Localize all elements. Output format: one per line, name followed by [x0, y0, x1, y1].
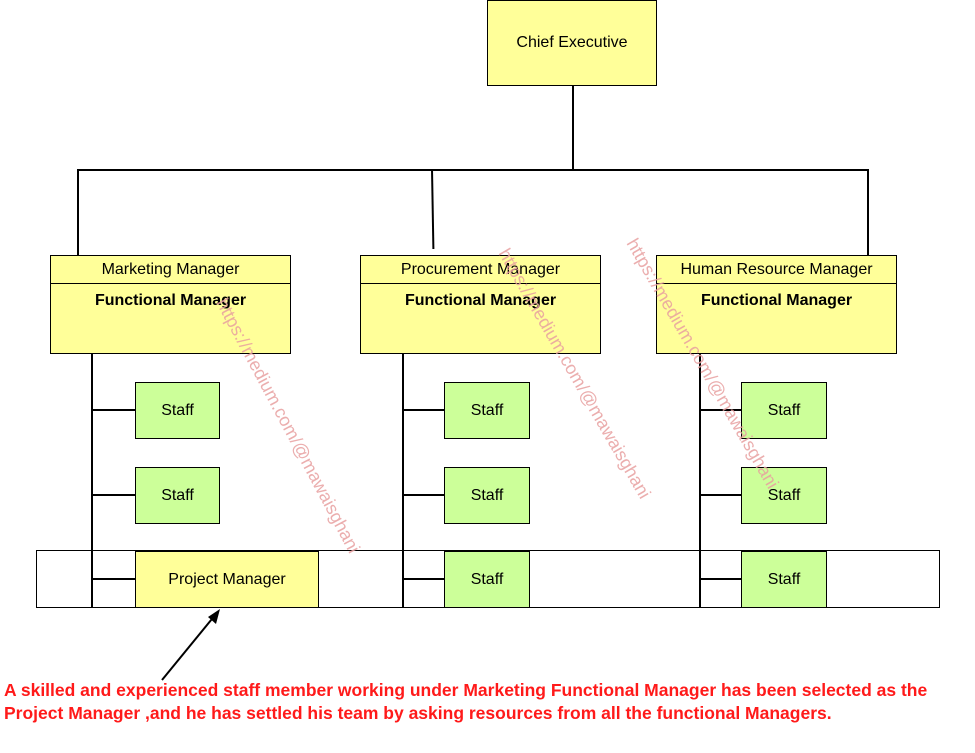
staff-label: Staff: [161, 486, 194, 504]
connector-to-hr: [867, 169, 869, 255]
staff-box: Staff: [741, 551, 827, 608]
stub-hr-2: [699, 494, 741, 496]
staff-box: Staff: [444, 382, 530, 439]
staff-label: Staff: [767, 570, 801, 588]
stub-procurement-2: [402, 494, 444, 496]
staff-box: Staff: [741, 467, 827, 524]
staff-box: Staff: [135, 467, 220, 524]
chief-executive-label: Chief Executive: [516, 34, 628, 51]
staff-box: Staff: [135, 382, 220, 439]
manager-title-procurement: Procurement Manager: [361, 256, 600, 284]
spine-marketing: [91, 353, 93, 608]
stub-marketing-2: [91, 494, 135, 496]
project-manager-box: Project Manager: [135, 551, 319, 608]
manager-box-hr: Human Resource Manager Functional Manage…: [656, 255, 897, 354]
connector-horizontal-bar: [77, 169, 869, 171]
manager-role-hr: Functional Manager: [700, 292, 853, 309]
staff-box: Staff: [444, 551, 530, 608]
spine-hr: [699, 353, 701, 608]
chief-executive-box: Chief Executive: [487, 0, 657, 86]
spine-procurement: [402, 353, 404, 608]
staff-label: Staff: [767, 401, 801, 419]
manager-box-procurement: Procurement Manager Functional Manager: [360, 255, 601, 354]
staff-label: Staff: [470, 401, 504, 419]
manager-title-marketing: Marketing Manager: [51, 256, 290, 284]
staff-label: Staff: [470, 570, 504, 588]
staff-label: Staff: [470, 486, 504, 504]
connector-to-marketing: [77, 169, 79, 255]
staff-box: Staff: [444, 467, 530, 524]
stub-marketing-1: [91, 409, 135, 411]
manager-role-procurement: Functional Manager: [404, 292, 557, 309]
staff-label: Staff: [767, 486, 801, 504]
stub-hr-1: [699, 409, 741, 411]
manager-role-marketing: Functional Manager: [94, 292, 247, 309]
stub-procurement-3: [402, 578, 444, 580]
staff-box: Staff: [741, 382, 827, 439]
staff-label: Staff: [161, 401, 194, 419]
diagram-caption: A skilled and experienced staff member w…: [4, 680, 928, 723]
stub-hr-3: [699, 578, 741, 580]
stub-procurement-1: [402, 409, 444, 411]
manager-box-marketing: Marketing Manager Functional Manager: [50, 255, 291, 354]
stub-marketing-3: [91, 578, 135, 580]
connector-chief-down: [572, 85, 574, 170]
manager-title-hr: Human Resource Manager: [657, 256, 896, 284]
project-manager-label: Project Manager: [168, 570, 286, 588]
